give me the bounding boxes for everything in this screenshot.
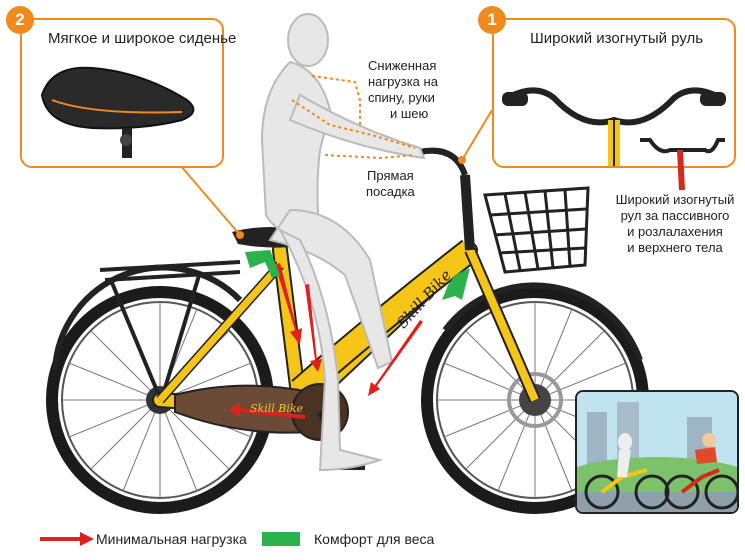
bike-handlebar <box>419 147 468 177</box>
handlebar-callout-number: 1 <box>478 6 506 34</box>
seat-connector <box>179 164 241 236</box>
handlebar-illustration <box>502 87 726 166</box>
seat-callout-number: 2 <box>6 6 34 34</box>
seat-illustration <box>40 66 195 158</box>
legend-red-arrow-icon <box>40 532 94 546</box>
weight-comfort-arrows <box>245 250 470 300</box>
handlebar-connector <box>461 109 493 161</box>
posture-guides <box>291 75 416 160</box>
seat-callout-title: Мягкое и широкое сиденье <box>48 30 237 47</box>
handlebar-detail-note: Широкий изогнутый рул за пассивного и ро… <box>615 192 735 255</box>
handlebar-callout-title: Широкий изогнутый руль <box>530 30 704 47</box>
reduced-load-note: Сниженная нагрузка на спину, руки и шею <box>368 58 438 121</box>
rider-silhouette <box>260 13 426 472</box>
riding-scene-inset <box>575 390 739 514</box>
legend-green-swatch-icon <box>262 532 300 546</box>
chainstay-brand: Skill Bike <box>250 402 304 415</box>
front-basket <box>483 186 590 274</box>
seat-callout <box>20 18 224 168</box>
rear-fender <box>52 264 243 371</box>
min-load-arrows <box>228 263 423 419</box>
legend-weight-comfort: Комфорт для веса <box>314 531 435 547</box>
riding-scene <box>577 392 737 512</box>
front-fender <box>442 282 643 362</box>
upright-note: Прямая посадка <box>366 168 415 199</box>
rear-rack <box>99 260 241 399</box>
bike-frame <box>152 174 541 419</box>
legend-min-load: Минимальная нагрузка <box>96 531 247 547</box>
